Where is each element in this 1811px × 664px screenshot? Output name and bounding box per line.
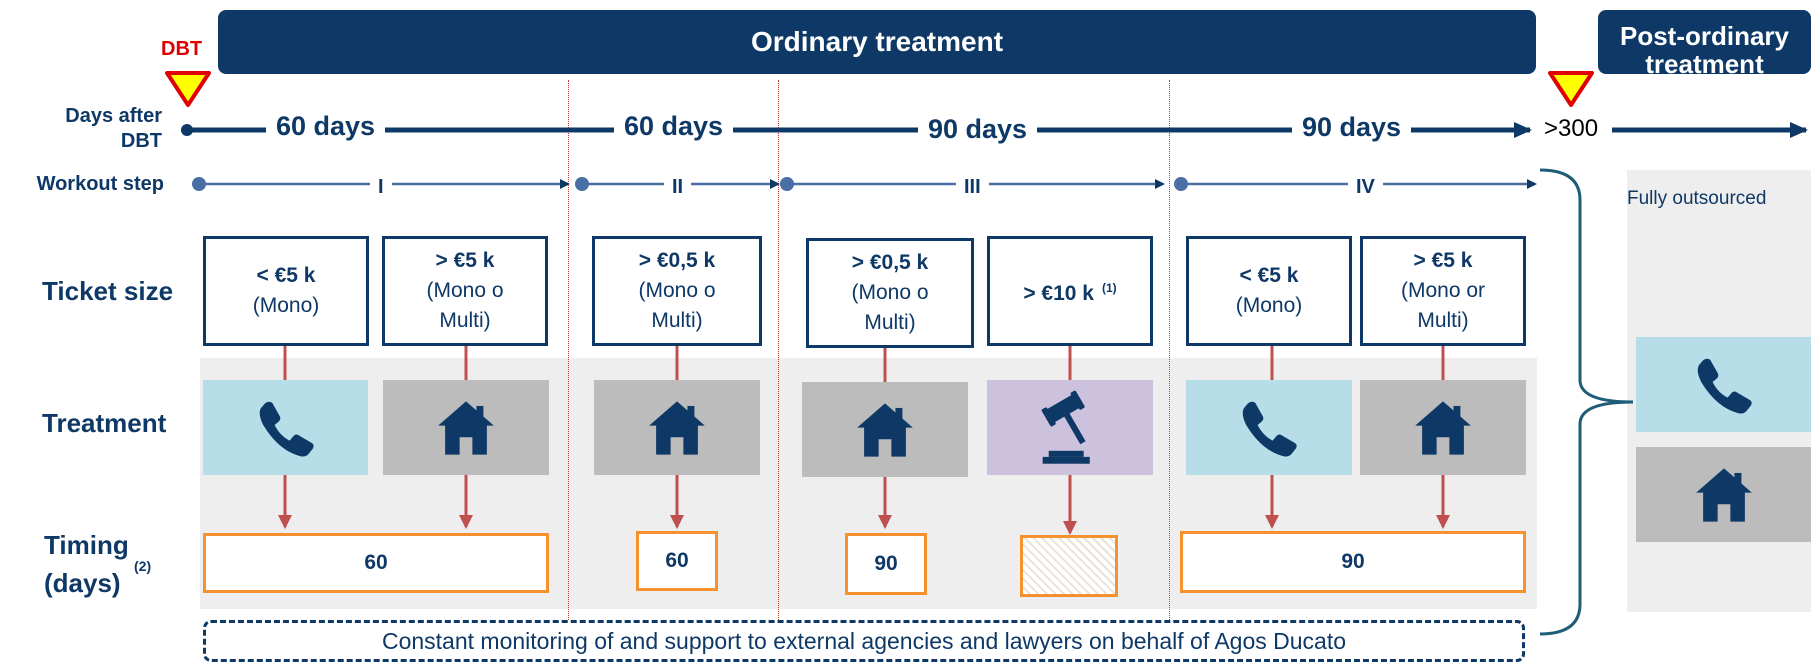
house-icon [856, 401, 914, 459]
ticket-amount: < €5 k [1239, 264, 1299, 287]
workout-step-roman: II [664, 176, 692, 199]
ticket-amount: > €5 k [435, 249, 495, 272]
timing-box: 60 [203, 533, 549, 593]
ticket-detail: (Mono o Multi) [426, 279, 504, 332]
days-after-dbt-label: Days after DBT [65, 105, 162, 152]
ticket-box: > €5 k (Mono o Multi) [382, 236, 548, 346]
ticket-detail: (Mono) [1235, 294, 1303, 317]
post-treatment-tile-phone [1636, 337, 1811, 432]
timing-label: Timing [44, 530, 129, 560]
days-segment-label: 60 days [266, 111, 386, 142]
dbt-end-marker-icon [1548, 71, 1594, 107]
phone-icon [256, 398, 316, 458]
treatment-tile-phone [203, 380, 368, 475]
phase-divider [568, 80, 569, 622]
ticket-amount: > €10 k [1023, 282, 1094, 305]
timing-box: 90 [845, 533, 927, 595]
ticket-detail: (Mono or Multi) [1400, 279, 1486, 332]
treatment-tile-phone [1186, 380, 1352, 475]
workout-step-roman: IV [1348, 176, 1383, 199]
fully-outsourced-label: Fully outsourced [1627, 188, 1767, 209]
ticket-box: > €5 k (Mono or Multi) [1360, 236, 1526, 346]
ticket-detail: (Mono o Multi) [851, 281, 929, 334]
treatment-tile-house [594, 380, 760, 475]
phase-divider [778, 80, 779, 622]
ticket-footnote: (1) [1101, 281, 1117, 295]
phone-icon [1694, 355, 1754, 415]
workout-step-roman: I [370, 176, 392, 199]
ticket-detail: (Mono o Multi) [638, 279, 716, 332]
ordinary-treatment-header: Ordinary treatment [218, 10, 1536, 74]
ticket-detail: (Mono) [252, 294, 320, 317]
ticket-amount: > €0,5 k [851, 251, 929, 274]
ticket-amount: > €5 k [1413, 249, 1473, 272]
days-segment-label: 90 days [918, 114, 1038, 145]
days-segment-label: 60 days [614, 111, 734, 142]
treatment-tile-legal [987, 380, 1153, 475]
workout-step-roman: III [956, 176, 989, 199]
ticket-box: > €0,5 k (Mono o Multi) [592, 236, 762, 346]
ticket-box: > €10 k (1) [987, 236, 1153, 346]
days-end-label: >300 [1542, 115, 1601, 143]
phase-divider [1169, 80, 1170, 622]
ticket-box: > €0,5 k (Mono o Multi) [806, 238, 974, 348]
days-segment-label: 90 days [1292, 112, 1412, 143]
treatment-label: Treatment [42, 408, 167, 438]
treatment-tile-house [802, 382, 968, 477]
ticket-amount: > €0,5 k [638, 249, 716, 272]
timing-unit-label: (days) [44, 568, 121, 598]
timing-footnote: (2) [134, 558, 152, 574]
timing-box: 90 [1180, 531, 1526, 593]
ticket-box: < €5 k (Mono) [1186, 236, 1352, 346]
post-ordinary-treatment-header: Post-ordinary treatment [1598, 10, 1811, 74]
phone-icon [1239, 398, 1299, 458]
treatment-tile-house [383, 380, 549, 475]
house-icon [437, 399, 495, 457]
timing-box: 60 [636, 531, 718, 591]
workout-step-label: Workout step [36, 173, 164, 195]
dbt-label: DBT [161, 38, 203, 60]
dbt-start-marker-icon [165, 71, 211, 107]
treatment-tile-house [1360, 380, 1526, 475]
house-icon [1414, 399, 1472, 457]
ticket-box: < €5 k (Mono) [203, 236, 369, 346]
post-treatment-tile-house [1636, 447, 1811, 542]
house-icon [648, 399, 706, 457]
monitoring-banner: Constant monitoring of and support to ex… [203, 620, 1525, 662]
ticket-amount: < €5 k [256, 264, 316, 287]
house-icon [1695, 466, 1753, 524]
gavel-icon [1032, 390, 1108, 466]
ticket-size-label: Ticket size [42, 276, 174, 306]
timing-box-undefined [1020, 535, 1118, 597]
